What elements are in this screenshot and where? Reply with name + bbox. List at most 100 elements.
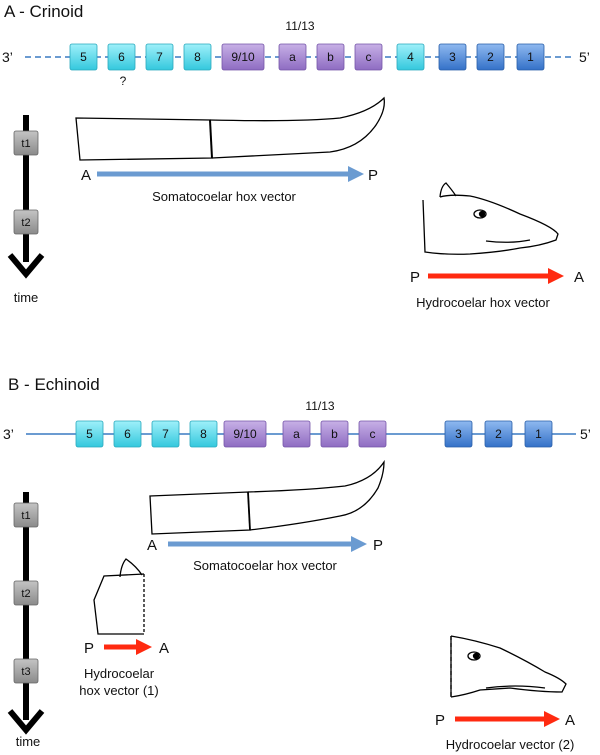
hox-gene-label: a xyxy=(293,427,300,441)
hox-gene-box xyxy=(223,420,267,448)
hox-gene-label: 2 xyxy=(495,427,502,441)
panel-a-timepoint-label: t1 xyxy=(21,138,30,150)
hox-gene-7: 7 xyxy=(151,420,180,448)
panel-b-3prime-label: 3’ xyxy=(3,426,14,442)
panel-b-timepoint-label: t1 xyxy=(21,510,30,522)
panel-b-group-label: 11/13 xyxy=(305,399,334,413)
hox-gene-label: a xyxy=(289,50,296,64)
panel-b-time-axis: t1 t2 t3 time xyxy=(7,492,45,749)
panel-b-timepoint-t1: t1 xyxy=(13,502,39,528)
hox-gene-label: 9/10 xyxy=(231,50,255,64)
panel-b-somatocoelar-start: A xyxy=(147,537,157,554)
panel-b-hydrocoelar2-start: P xyxy=(435,712,445,729)
hox-gene-9-10: 9/10 xyxy=(221,43,265,71)
hox-gene-1: 1 xyxy=(516,43,545,71)
panel-a-group-label: 11/13 xyxy=(285,19,314,33)
hox-gene-b: b xyxy=(316,43,345,71)
panel-a-somatocoelar-caption: Somatocoelar hox vector xyxy=(152,189,296,204)
hox-gene-3: 3 xyxy=(444,420,473,448)
hox-gene-box xyxy=(145,43,174,71)
panel-b-timepoint-t2: t2 xyxy=(13,580,39,606)
hox-gene-label: b xyxy=(327,50,334,64)
panel-b-somatocoelar-arrowhead-icon xyxy=(351,536,367,552)
panel-a-time-arrowhead-icon xyxy=(7,253,45,279)
hox-gene-label: 1 xyxy=(527,50,534,64)
hox-gene-label: c xyxy=(370,427,376,441)
panel-a-question-mark: ? xyxy=(120,74,127,88)
hox-gene-label: 4 xyxy=(407,50,414,64)
panel-b-title: B - Echinoid xyxy=(8,375,100,394)
hox-gene-8: 8 xyxy=(189,420,218,448)
hox-gene-label: 5 xyxy=(80,50,87,64)
hox-gene-box xyxy=(282,420,311,448)
hox-gene-box xyxy=(316,43,345,71)
panel-b-timepoint-label: t3 xyxy=(21,666,30,678)
panel-b-hydrocoelar1-caption-line2: hox vector (1) xyxy=(79,683,158,698)
panel-a-hydrocoelar-arrowhead-icon xyxy=(548,268,564,284)
hox-gene-box xyxy=(278,43,307,71)
hox-gene-label: 3 xyxy=(455,427,462,441)
hox-gene-box xyxy=(320,420,349,448)
hox-gene-box xyxy=(183,43,212,71)
panel-b-hydrocoelar2-arrowhead-icon xyxy=(544,711,560,727)
hox-gene-a: a xyxy=(282,420,311,448)
panel-b-hydrocoelar1-arrowhead-icon xyxy=(136,639,152,655)
hox-gene-label: 1 xyxy=(535,427,542,441)
panel-a-somatocoelar-start: A xyxy=(81,167,91,184)
hox-gene-label: 6 xyxy=(124,427,131,441)
hox-gene-a: a xyxy=(278,43,307,71)
panel-b-hydrocoel-head-icon xyxy=(450,635,567,698)
hox-gene-box xyxy=(75,420,104,448)
hox-gene-box xyxy=(107,43,136,71)
panel-b-timepoint-t3: t3 xyxy=(13,658,39,684)
hox-gene-box xyxy=(189,420,218,448)
panel-b-somatocoelar-end: P xyxy=(373,537,383,554)
hox-gene-box xyxy=(444,420,473,448)
hox-gene-label: c xyxy=(366,50,372,64)
panel-b-somatocoel-outline xyxy=(149,459,385,535)
hox-gene-label: 3 xyxy=(449,50,456,64)
hox-gene-label: 7 xyxy=(156,50,163,64)
hox-gene-6: 6 xyxy=(113,420,142,448)
hox-gene-4: 4 xyxy=(396,43,425,71)
hox-gene-box xyxy=(221,43,265,71)
hox-gene-box xyxy=(516,43,545,71)
panel-b-time-label: time xyxy=(16,734,41,749)
panel-b-timepoint-label: t2 xyxy=(21,588,30,600)
hox-gene-label: 6 xyxy=(118,50,125,64)
panel-a-somatocoel-outline xyxy=(75,96,385,161)
hox-gene-label: 2 xyxy=(487,50,494,64)
hox-gene-3: 3 xyxy=(438,43,467,71)
hox-gene-box xyxy=(69,43,98,71)
hox-gene-c: c xyxy=(358,420,387,448)
panel-b-hydrocoelar1-end: A xyxy=(159,640,169,657)
panel-a-gene-cluster: 5 6 7 8 9/10 a b c 4 3 2 1 xyxy=(69,43,545,71)
panel-b-hydrocoelar2-caption: Hydrocoelar vector (2) xyxy=(446,737,575,752)
panel-a-hydrocoelar-caption: Hydrocoelar hox vector xyxy=(416,295,550,310)
hox-gene-box xyxy=(484,420,513,448)
hox-gene-label: 8 xyxy=(194,50,201,64)
panel-b-hydrocoel-stage1-outline xyxy=(93,558,145,635)
hox-gene-box xyxy=(524,420,553,448)
hox-gene-label: 8 xyxy=(200,427,207,441)
panel-b-5prime-label: 5’ xyxy=(580,426,591,442)
hox-gene-2: 2 xyxy=(476,43,505,71)
hox-gene-7: 7 xyxy=(145,43,174,71)
hox-gene-box xyxy=(113,420,142,448)
hox-gene-8: 8 xyxy=(183,43,212,71)
hox-gene-b: b xyxy=(320,420,349,448)
panel-a-time-label: time xyxy=(14,290,39,305)
panel-b-time-arrowhead-icon xyxy=(7,709,45,735)
panel-a-time-axis: t1 t2 time xyxy=(7,115,45,305)
hox-gene-label: b xyxy=(331,427,338,441)
panel-a-3prime-label: 3’ xyxy=(2,49,13,65)
hox-gene-label: 7 xyxy=(162,427,169,441)
hox-gene-5: 5 xyxy=(69,43,98,71)
panel-a-timepoint-t1: t1 xyxy=(13,130,39,156)
hox-gene-c: c xyxy=(354,43,383,71)
hox-gene-box xyxy=(354,43,383,71)
